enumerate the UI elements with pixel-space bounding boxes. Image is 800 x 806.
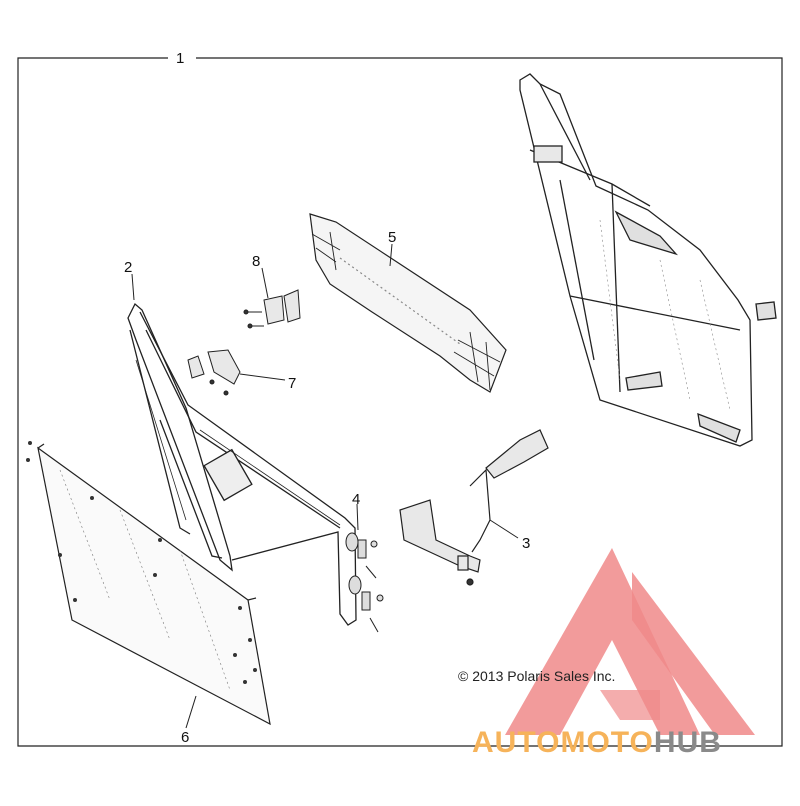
callout-8: 8 [252, 253, 260, 270]
part-striker [243, 289, 301, 329]
watermark-text: AUTOMOTOHUB [472, 726, 722, 759]
callout-6: 6 [181, 729, 189, 746]
leader-lines [131, 243, 519, 729]
assembly-frame [17, 57, 783, 747]
part-door-frame-left [127, 302, 357, 626]
part-side-net [309, 213, 507, 393]
callout-2: 2 [124, 259, 132, 276]
callout-1: 1 [176, 50, 184, 67]
part-door-assembly [519, 73, 777, 447]
part-hinge-arm [399, 429, 549, 586]
watermark-logo: AUTOMOTOHUB [472, 548, 755, 759]
watermark-triangle [505, 548, 700, 735]
part-hinges [345, 532, 384, 633]
callout-5: 5 [388, 229, 396, 246]
part-door-panel [26, 441, 271, 726]
part-latch-bracket [187, 349, 241, 396]
callout-7: 7 [288, 375, 296, 392]
copyright-notice: © 2013 Polaris Sales Inc. [458, 668, 615, 684]
callout-4: 4 [352, 491, 360, 508]
callout-3: 3 [522, 535, 530, 552]
